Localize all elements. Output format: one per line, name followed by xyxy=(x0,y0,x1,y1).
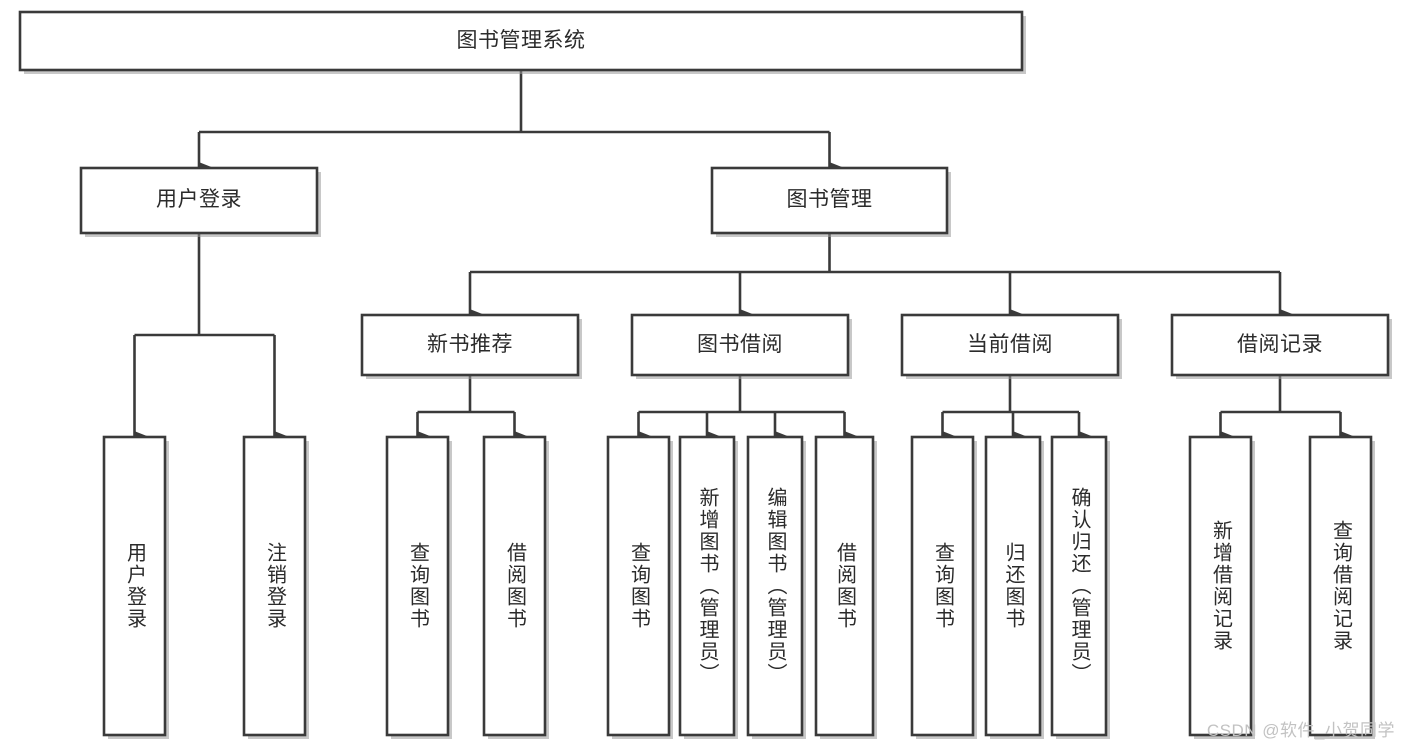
leaf-node-box-7[interactable] xyxy=(814,435,875,737)
leaf-node-box-12[interactable] xyxy=(1308,435,1373,737)
leaf-node-box-2[interactable] xyxy=(385,435,450,737)
node-boxes-group xyxy=(18,10,1390,737)
level2-node-box-0[interactable] xyxy=(79,166,319,235)
leaf-node-box-9[interactable] xyxy=(984,435,1042,737)
csdn-watermark: CSDN @软件_小贺同学 xyxy=(1206,721,1395,740)
leaf-node-box-6[interactable] xyxy=(746,435,804,737)
level2-node-box-1[interactable] xyxy=(710,166,949,235)
root-node-box-0[interactable] xyxy=(18,10,1024,72)
leaf-node-box-10[interactable] xyxy=(1050,435,1108,737)
leaf-node-box-1[interactable] xyxy=(242,435,307,737)
level3-node-box-1[interactable] xyxy=(630,313,850,377)
level3-node-box-2[interactable] xyxy=(900,313,1120,377)
level3-node-box-3[interactable] xyxy=(1170,313,1390,377)
leaf-node-box-8[interactable] xyxy=(910,435,975,737)
leaf-node-box-0[interactable] xyxy=(102,435,167,737)
leaf-node-box-3[interactable] xyxy=(482,435,547,737)
leaf-node-box-11[interactable] xyxy=(1188,435,1253,737)
level3-node-box-0[interactable] xyxy=(360,313,580,377)
connector-lines-group xyxy=(133,70,1354,442)
leaf-node-box-4[interactable] xyxy=(606,435,671,737)
leaf-node-box-5[interactable] xyxy=(678,435,736,737)
